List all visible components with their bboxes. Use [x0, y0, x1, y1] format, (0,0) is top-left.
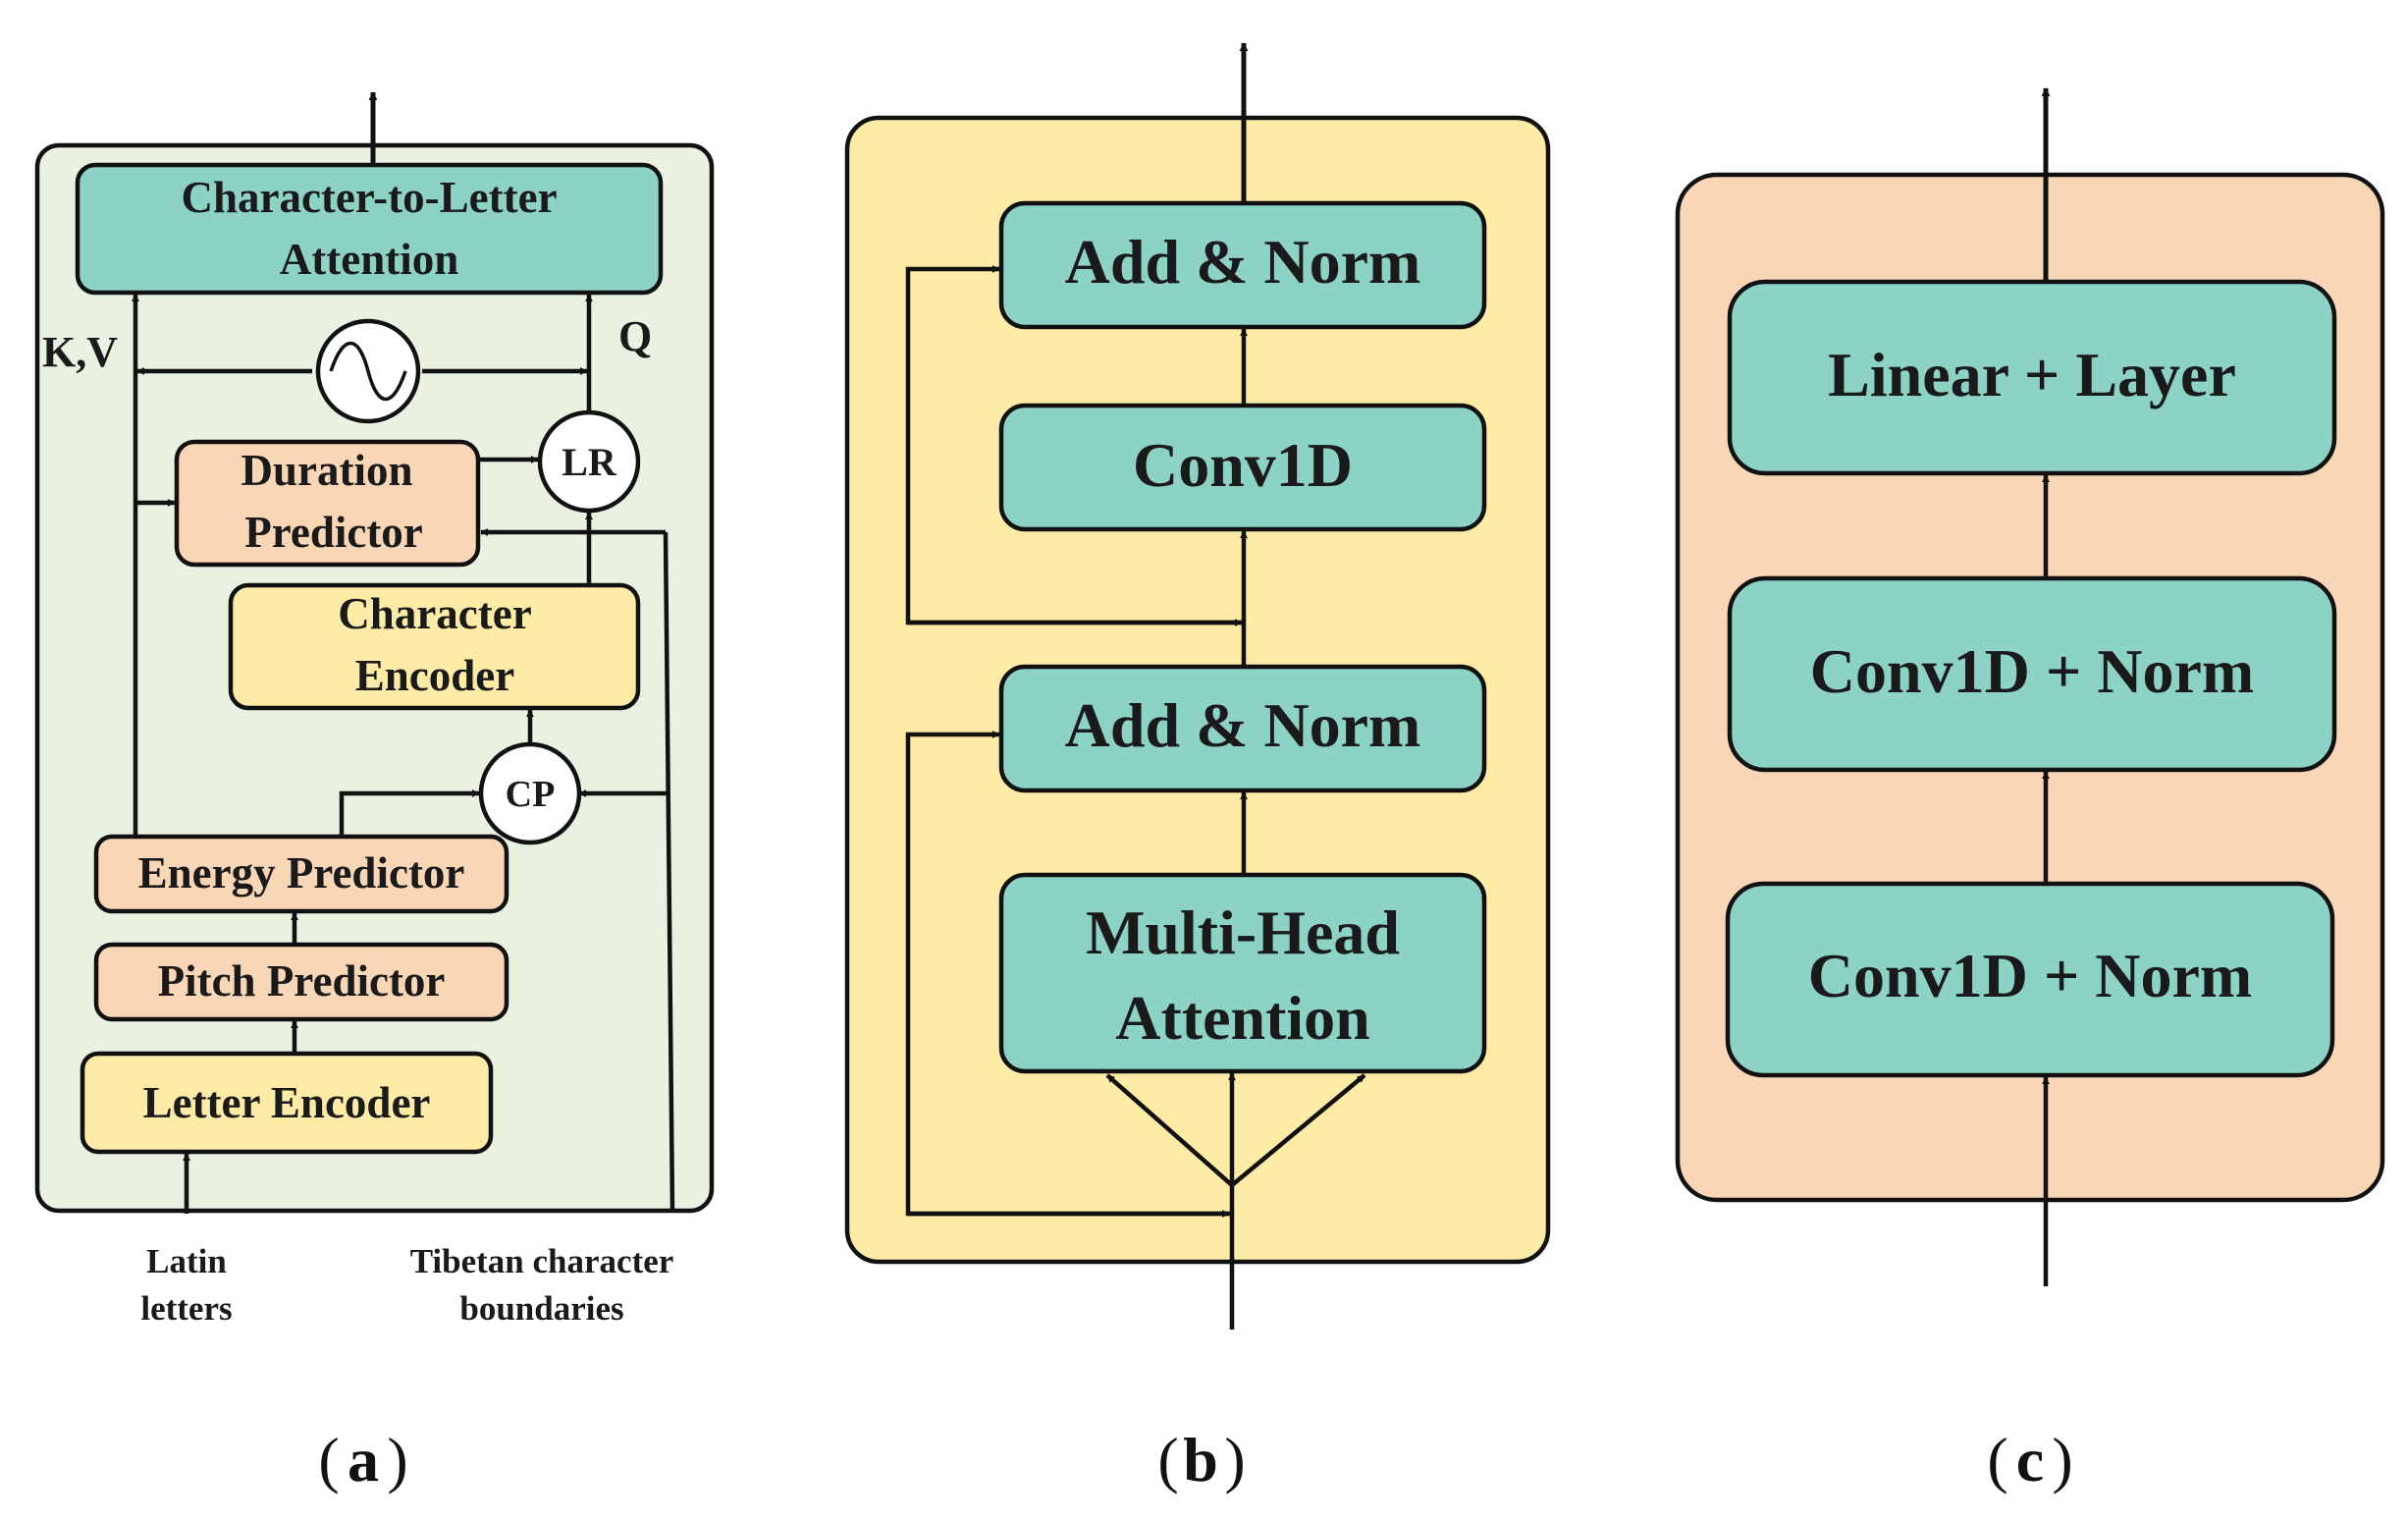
letter-encoder-label: Letter Encoder: [143, 1078, 431, 1127]
tibetan-boundaries-line-1: Tibetan character: [410, 1242, 674, 1280]
conv-norm-bottom-label: Conv1D + Norm: [1808, 941, 2252, 1010]
conv-norm-bottom-block: [1725, 881, 2335, 1078]
conv1d-label: Conv1D: [1133, 430, 1353, 500]
energy-predictor-label: Energy Predictor: [138, 848, 465, 897]
linear-layer-label: Linear + Layer: [1828, 340, 2236, 409]
lr-length-regulator: [537, 409, 641, 514]
svg-text:(: (: [1987, 1425, 2007, 1495]
q-label: Q: [618, 312, 652, 360]
add-norm-bottom-block: [998, 664, 1487, 793]
character-encoder-line-1: Character: [338, 589, 531, 638]
add-norm-bottom-label: Add & Norm: [1065, 690, 1421, 760]
conv1d-block: [998, 403, 1487, 532]
panel-a: Character-to-Letter Attention K,V Q LR D…: [34, 91, 715, 1495]
pitch-predictor-label: Pitch Predictor: [158, 956, 446, 1006]
value-input-arrow: [1230, 1073, 1366, 1187]
linear-layer-block: [1727, 279, 2337, 476]
sine-wave-curve: [329, 341, 407, 402]
duration-predictor-block: [174, 439, 481, 568]
duration-predictor-line-2: Predictor: [244, 508, 423, 557]
caption-a: ( a ): [318, 1425, 407, 1495]
energy-predictor-block: [93, 834, 509, 914]
character-encoder-block: [228, 582, 641, 711]
cp-label: CP: [506, 774, 556, 815]
multi-head-attention-block: [998, 872, 1487, 1074]
query-input-arrow: [1105, 1073, 1234, 1187]
caption-c-letter: c: [2016, 1425, 2044, 1495]
caption-a-letter: a: [348, 1425, 379, 1495]
svg-text:): ): [1224, 1425, 1245, 1495]
character-to-letter-attention-block: [75, 162, 664, 296]
pitch-predictor-block: [93, 942, 509, 1022]
svg-text:(: (: [318, 1425, 339, 1495]
add-norm-top-label: Add & Norm: [1065, 227, 1421, 297]
add-norm-top-block: [998, 200, 1487, 330]
caption-b: ( b ): [1157, 1425, 1245, 1495]
caption-b-letter: b: [1183, 1425, 1218, 1495]
tibetan-boundaries-line-2: boundaries: [459, 1289, 623, 1328]
svg-text:(: (: [1157, 1425, 1178, 1495]
letter-encoder-block: [80, 1051, 494, 1155]
panel-b: Add & Norm Conv1D Add & Norm Multi-Head …: [844, 42, 1551, 1495]
attention-label-line-1: Character-to-Letter: [181, 173, 557, 222]
lr-label: LR: [562, 440, 617, 484]
panel-c: Linear + Layer Conv1D + Norm Conv1D + No…: [1675, 87, 2385, 1495]
character-encoder-line-2: Encoder: [355, 651, 515, 700]
latin-letters-line-2: letters: [140, 1289, 232, 1328]
conv-norm-top-label: Conv1D + Norm: [1810, 636, 2254, 706]
duration-predictor-line-1: Duration: [241, 446, 412, 495]
kv-label: K,V: [42, 328, 118, 376]
conv-norm-top-block: [1727, 575, 2337, 773]
svg-text:): ): [2052, 1425, 2072, 1495]
energy-to-cp-arrow: [339, 789, 480, 837]
mha-label-line-2: Attention: [1115, 983, 1370, 1053]
caption-c: ( c ): [1987, 1425, 2072, 1495]
mha-label-line-1: Multi-Head: [1086, 897, 1400, 967]
latin-letters-line-1: Latin: [146, 1242, 227, 1280]
tibetan-boundaries-line: [663, 531, 675, 1213]
attention-label-line-2: Attention: [280, 235, 458, 284]
svg-text:): ): [387, 1425, 407, 1495]
